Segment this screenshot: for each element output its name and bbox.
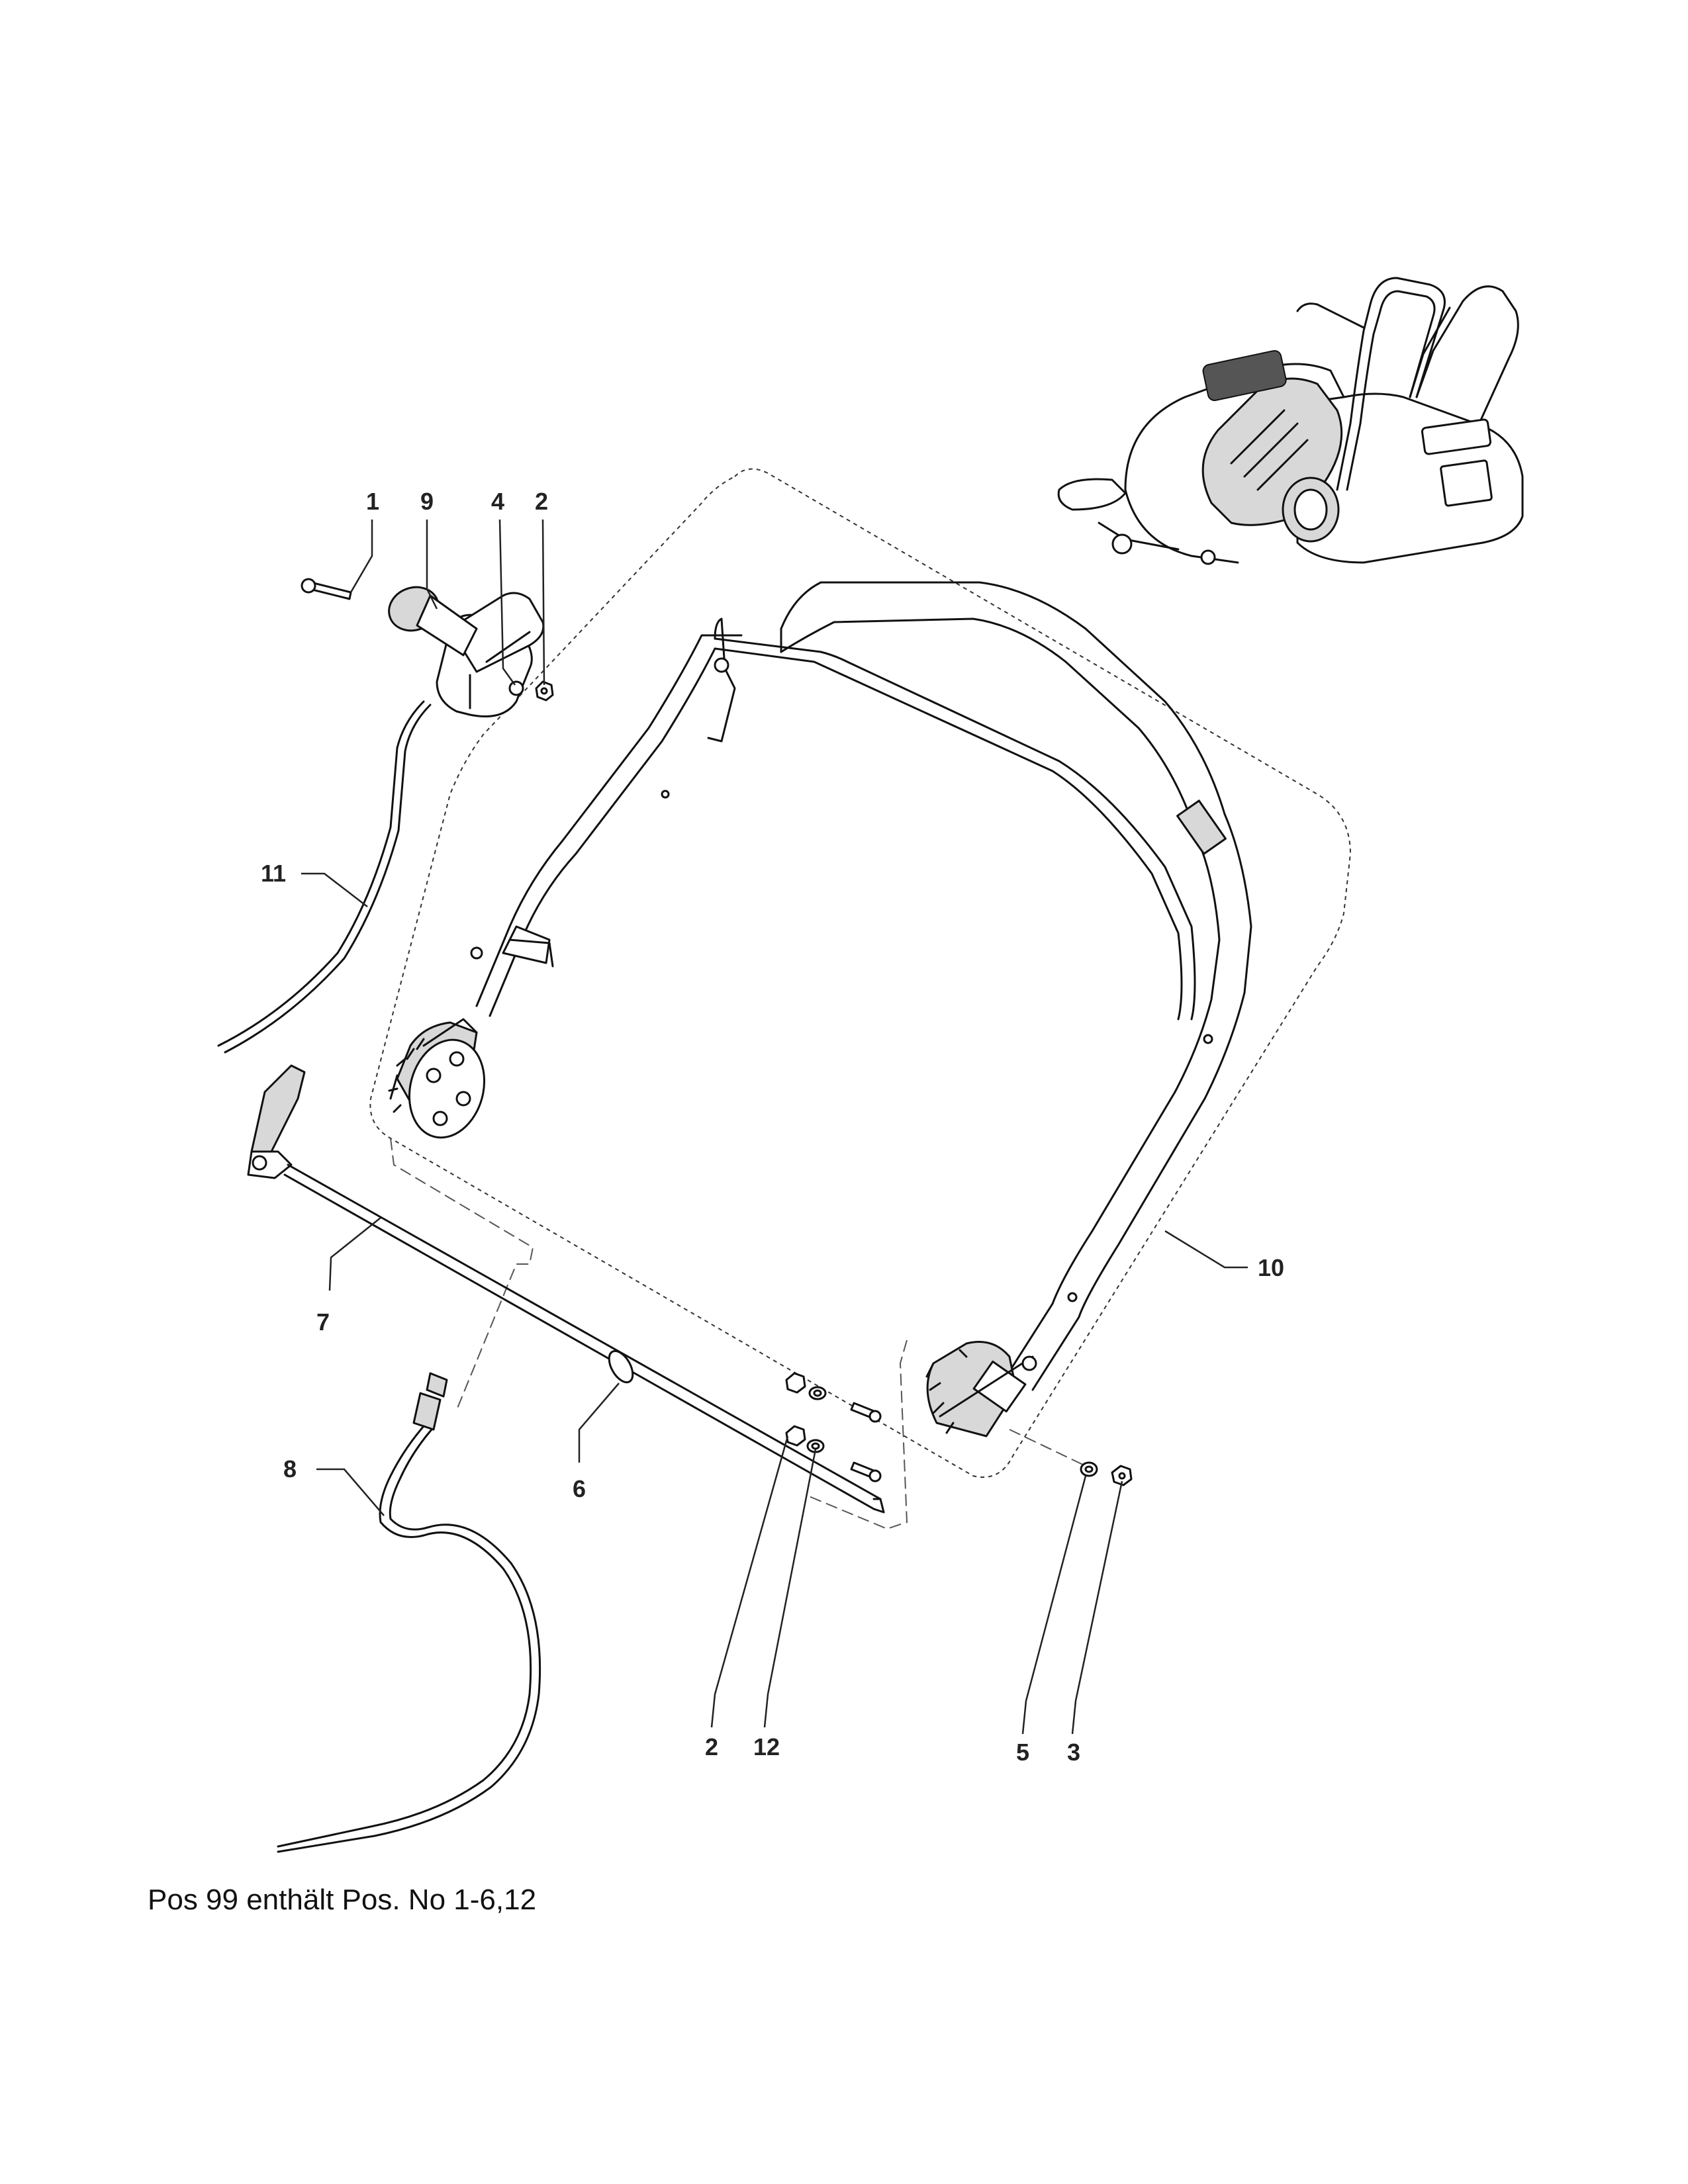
callout-7: 7 xyxy=(316,1308,330,1336)
right-fasteners xyxy=(1009,1429,1133,1486)
callout-4: 4 xyxy=(491,488,504,515)
callout-12: 12 xyxy=(753,1733,780,1760)
rod-fasteners xyxy=(785,1372,882,1482)
callout-8: 8 xyxy=(283,1455,297,1482)
rod-dashed-guide xyxy=(807,1340,908,1530)
machine-overview-thumbnail xyxy=(1057,277,1524,565)
control-box xyxy=(301,578,554,717)
callout-1: 1 xyxy=(366,488,379,515)
leader-lines xyxy=(301,519,1248,1735)
callout-2-bottom: 2 xyxy=(705,1733,718,1760)
kit-contents-note: Pos 99 enthält Pos. No 1-6,12 xyxy=(148,1884,536,1916)
callout-11: 11 xyxy=(261,860,286,887)
drive-cable xyxy=(277,1372,541,1853)
callout-9: 9 xyxy=(420,488,434,515)
release-lever-rod xyxy=(247,1064,885,1514)
control-cable-upper-edge xyxy=(224,704,432,1054)
callout-3: 3 xyxy=(1067,1739,1080,1766)
callout-6: 6 xyxy=(573,1475,586,1502)
callout-2-top: 2 xyxy=(535,488,548,515)
callout-5: 5 xyxy=(1016,1739,1029,1766)
lever-dashed-guide xyxy=(390,1138,534,1410)
assembly-boundary-dashed xyxy=(369,468,1352,1478)
handle-bar-frame xyxy=(388,581,1252,1437)
control-cable-upper xyxy=(217,700,425,1047)
callout-10: 10 xyxy=(1258,1254,1284,1281)
